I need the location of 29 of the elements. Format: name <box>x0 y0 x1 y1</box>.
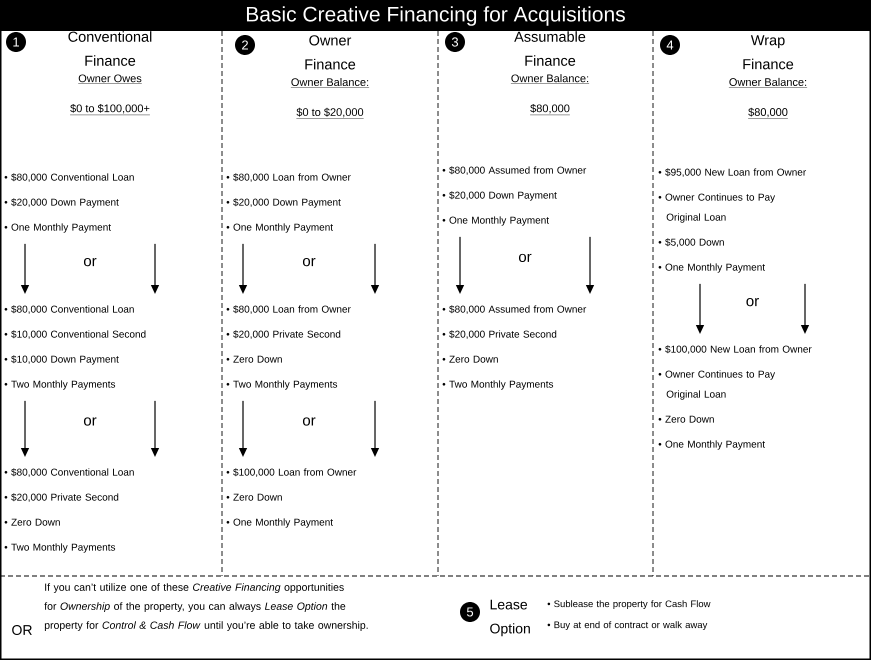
column-heading: Wrap Finance Owner Balance: $80,000 <box>728 35 808 119</box>
column-heading: Conventional Finance Owner Owes $0 to $100,000+ <box>68 31 152 116</box>
bullet-list: • $95,000 New Loan from Owner • Owner Continues to Pay Original Loan • $5,000 Down • One Monthly Payment <box>658 168 806 273</box>
bullet-list: • $80,000 Conventional Loan • $20,000 Private Second • Zero Down • Two Monthly Payments <box>4 468 134 553</box>
number-badge: 2 <box>235 35 255 55</box>
bullet-list: • $80,000 Conventional Loan • $20,000 Down Payment • One Monthly Payment <box>4 173 134 233</box>
or-label: or <box>84 417 96 426</box>
bullet-list: • $80,000 Assumed from Owner • $20,000 Private Second • Zero Down • Two Monthly Payments <box>442 305 586 390</box>
number-badge: 3 <box>445 32 465 52</box>
or-label: or <box>302 258 316 266</box>
bullet-list: • $80,000 Conventional Loan • $10,000 Conventional Second • $10,000 Down Payment • Two Monthly Payments <box>4 305 146 390</box>
column-heading: Owner Finance Owner Balance: $0 to $20,000 <box>290 35 370 119</box>
text-label: If you can’t utilize one of these Creative Financing opportunities for Ownership of the property, you can always Lease Option the property for Control & Cash Flow until you’re able to take ownership. <box>44 583 368 631</box>
number-badge: 4 <box>660 35 680 55</box>
bullet-list: • $100,000 New Loan from Owner • Owner Continues to Pay Original Loan • Zero Down • One Monthly Payment <box>658 345 812 450</box>
text-label: Lease Option <box>490 600 530 636</box>
or-label: or <box>302 417 316 426</box>
column-heading: Assumable Finance Owner Balance: $80,000 <box>510 31 590 116</box>
number-badge: 5 <box>460 602 480 622</box>
or-label: or <box>746 298 759 306</box>
number-badge: 1 <box>6 32 26 52</box>
bullet-list: • Sublease the property for Cash Flow • Buy at end of contract or walk away <box>548 600 711 630</box>
bullet-list: • $80,000 Assumed from Owner • $20,000 Down Payment • One Monthly Payment <box>442 166 586 226</box>
bullet-list: • $80,000 Loan from Owner • $20,000 Private Second • Zero Down • Two Monthly Payments <box>226 305 351 390</box>
text-label: OR <box>12 625 32 635</box>
or-label: or <box>84 258 96 266</box>
bullet-list: • $100,000 Loan from Owner • Zero Down • One Monthly Payment <box>226 468 356 528</box>
or-label: or <box>518 254 532 262</box>
bullet-list: • $80,000 Loan from Owner • $20,000 Down Payment • One Monthly Payment <box>226 173 351 233</box>
